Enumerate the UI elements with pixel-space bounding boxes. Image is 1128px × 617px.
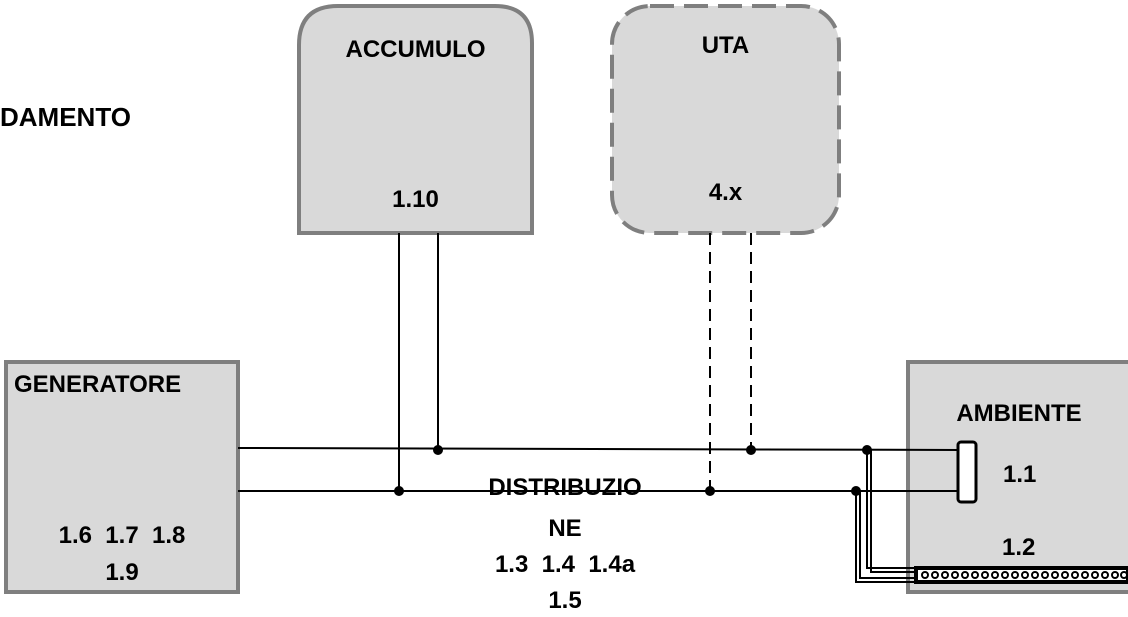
page-title: DAMENTO <box>0 102 131 132</box>
accumulo-label: ACCUMULO <box>345 36 486 63</box>
accumulo-code: 1.10 <box>392 186 439 213</box>
floor-supply-pipe <box>866 450 918 569</box>
floor-return-pipe <box>855 491 918 583</box>
uta-label: UTA <box>701 32 750 59</box>
distribuzione-line1: DISTRIBUZIO <box>488 474 642 501</box>
radiator-icon <box>956 440 978 504</box>
generatore-codes-line1: 1.6 1.7 1.8 <box>58 522 186 549</box>
junction-dot <box>394 486 404 496</box>
floor-heating-coil-pattern <box>921 571 1128 579</box>
ambiente-box <box>906 360 1128 594</box>
distribuzione-codes-line2: 1.5 <box>548 587 582 614</box>
floor-heating-code: 1.2 <box>1002 534 1036 561</box>
ambiente-label: AMBIENTE <box>956 400 1082 427</box>
uta-code: 4.x <box>708 179 743 206</box>
generatore-codes-line2: 1.9 <box>105 559 139 586</box>
distribuzione-line2: NE <box>548 515 582 542</box>
junction-dot <box>851 486 861 496</box>
junction-dot <box>746 445 756 455</box>
accumulo-box <box>297 4 534 235</box>
floor-supply-pipe-inner <box>870 450 918 573</box>
generatore-box <box>4 360 240 594</box>
radiator-code: 1.1 <box>1003 461 1037 488</box>
supply-pipe <box>237 447 961 451</box>
distribuzione-codes-line1: 1.3 1.4 1.4a <box>494 551 636 578</box>
junction-dot <box>705 486 715 496</box>
junction-dot <box>433 445 443 455</box>
uta-box <box>610 4 841 235</box>
junction-dot <box>862 445 872 455</box>
generatore-label: GENERATORE <box>14 371 182 398</box>
floor-return-pipe-inner <box>859 491 918 579</box>
